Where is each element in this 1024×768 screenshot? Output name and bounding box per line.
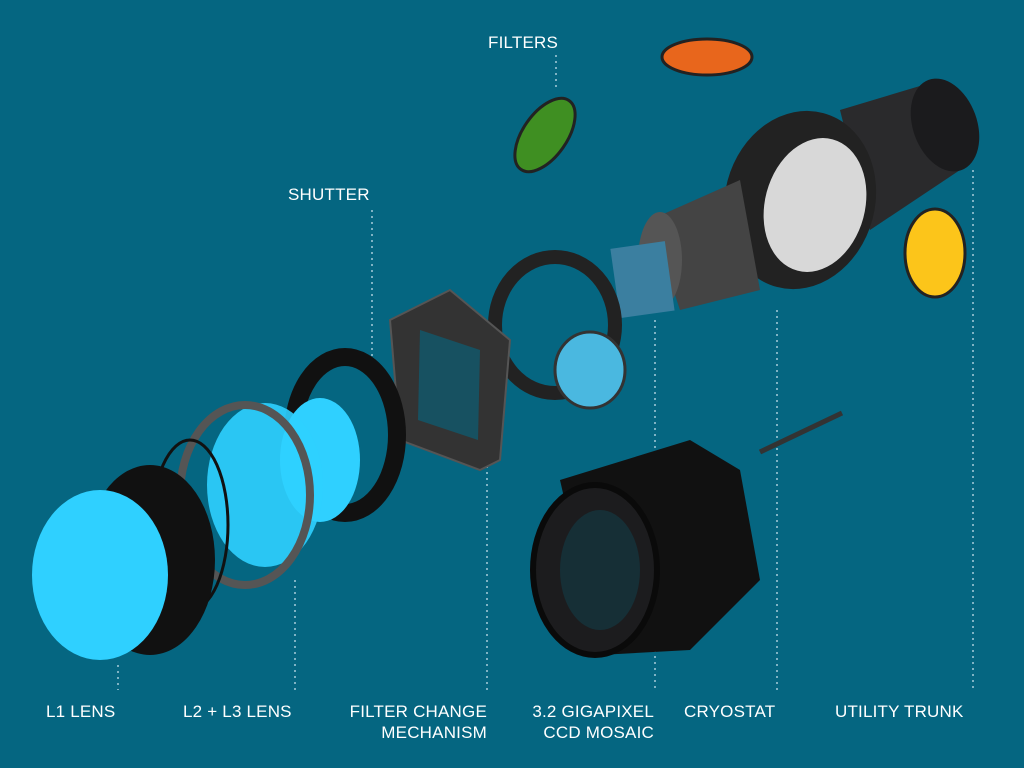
label-shutter: SHUTTER xyxy=(288,185,370,204)
label-ccd-line2: CCD MOSAIC xyxy=(543,723,654,742)
label-filter-change-mechanism: FILTER CHANGE MECHANISM xyxy=(350,701,487,743)
rail xyxy=(758,410,844,455)
label-ccd-mosaic: 3.2 GIGAPIXEL CCD MOSAIC xyxy=(532,701,654,743)
camera-body xyxy=(530,440,760,658)
filter-ring xyxy=(488,250,627,410)
ccd-mosaic xyxy=(610,241,675,319)
filter-yellow xyxy=(903,207,967,299)
label-filter-change-line1: FILTER CHANGE xyxy=(349,702,487,721)
label-utility-trunk: UTILITY TRUNK xyxy=(835,702,964,721)
filter-green xyxy=(513,96,577,174)
label-filters: FILTERS xyxy=(488,33,559,52)
label-filter-change-line2: MECHANISM xyxy=(381,723,487,742)
leader-lines xyxy=(117,55,974,690)
label-l2-l3-lens: L2 + L3 LENS xyxy=(183,702,292,721)
label-l1-lens: L1 LENS xyxy=(46,702,116,721)
label-ccd-line1: 3.2 GIGAPIXEL xyxy=(532,702,654,721)
filter-orange xyxy=(660,37,754,77)
l1-lens xyxy=(32,465,215,660)
label-cryostat: CRYOSTAT xyxy=(684,702,776,721)
